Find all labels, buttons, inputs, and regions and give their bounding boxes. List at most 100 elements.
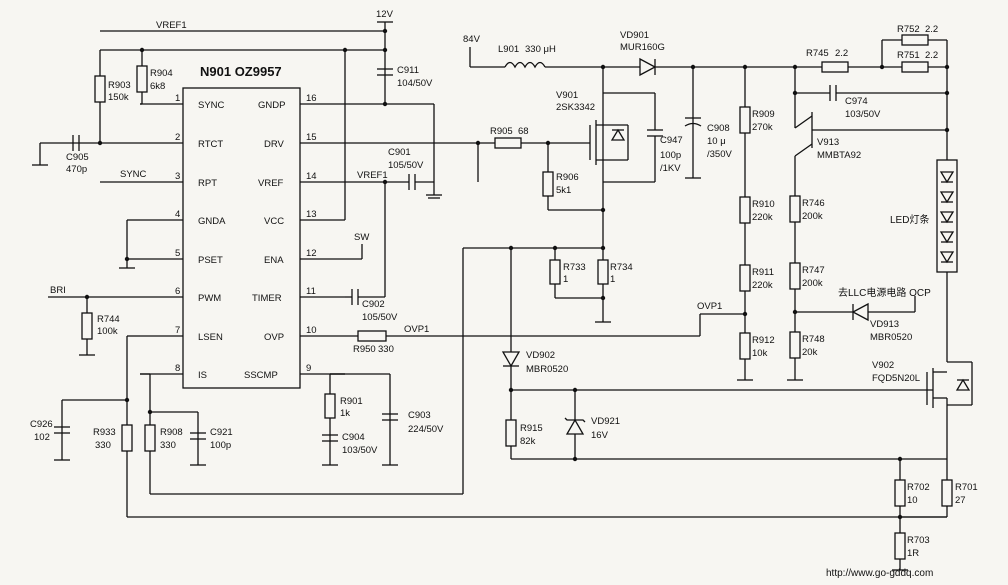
pin-name-r13: VCC	[264, 216, 284, 227]
r746-body	[789, 195, 801, 223]
vd902-val: MBR0520	[526, 364, 568, 375]
r703-val: 1R	[907, 548, 919, 559]
r701-body	[941, 479, 953, 507]
pin-num-r9: 9	[306, 363, 311, 374]
c947-val2: /1KV	[660, 163, 681, 174]
r903-body	[94, 75, 106, 103]
v902-val: FQD5N20L	[872, 373, 920, 384]
r909-body	[739, 106, 751, 134]
pin-name-r11: TIMER	[252, 293, 282, 304]
pin-num-l6: 6	[175, 286, 180, 297]
c908-val: 10 μ	[707, 136, 726, 147]
r734-body	[597, 259, 609, 285]
vd921-zener	[565, 418, 585, 435]
r915-body	[505, 419, 517, 447]
pin-num-r15: 15	[306, 132, 317, 143]
r904-val: 6k8	[150, 81, 165, 92]
r904-body	[136, 65, 148, 93]
r751-val: 2.2	[925, 50, 938, 61]
v902-body-diode	[955, 378, 971, 391]
v901-ref: V901	[556, 90, 578, 101]
pin-num-l2: 2	[175, 132, 180, 143]
net-vref1-top: VREF1	[156, 20, 187, 31]
r906-body	[542, 171, 554, 197]
r746-val: 200k	[802, 211, 823, 222]
watermark-url: http://www.go-gddq.com	[826, 568, 933, 579]
r909-ref: R909	[752, 109, 775, 120]
pin-num-r12: 12	[306, 248, 317, 259]
pin-name-l3: RPT	[198, 178, 217, 189]
pin-name-r12: ENA	[264, 255, 284, 266]
vd913-diode	[851, 302, 869, 322]
pin-num-r10: 10	[306, 325, 317, 336]
l901-coil	[504, 61, 546, 69]
r950-body	[357, 330, 387, 342]
pin-name-l1: SYNC	[198, 100, 225, 111]
net-84v: 84V	[463, 34, 481, 45]
pin-num-r16: 16	[306, 93, 317, 104]
r901-ref: R901	[340, 396, 363, 407]
v901-body-diode	[610, 128, 626, 141]
r752-ref: R752	[897, 24, 920, 35]
pin-name-r9: SSCMP	[244, 370, 278, 381]
c905-ref: C905	[66, 152, 89, 163]
c911-val: 104/50V	[397, 78, 433, 89]
r908-body	[144, 424, 156, 452]
c921-ref: C921	[210, 427, 233, 438]
net-vref1-mid: VREF1	[357, 170, 388, 181]
pin-name-r14: VREF	[258, 178, 284, 189]
r909-val: 270k	[752, 122, 773, 133]
r733-ref: R733	[563, 262, 586, 273]
r911-val: 220k	[752, 280, 773, 291]
r733-body	[549, 259, 561, 285]
r905-ref: R905	[490, 126, 513, 137]
pin-name-l6: PWM	[198, 293, 221, 304]
r950-ref: R950	[353, 344, 376, 355]
net-ovp1-a: OVP1	[404, 324, 429, 335]
v901-val: 2SK3342	[556, 102, 595, 113]
r701-val: 27	[955, 495, 966, 506]
r702-val: 10	[907, 495, 918, 506]
c926-val: 102	[34, 432, 50, 443]
r748-ref: R748	[802, 334, 825, 345]
vd913-val: MBR0520	[870, 332, 912, 343]
c911-ref: C911	[397, 65, 419, 76]
r746-ref: R746	[802, 198, 825, 209]
r901-val: 1k	[340, 408, 350, 419]
pin-num-r13: 13	[306, 209, 317, 220]
r933-ref: R933	[93, 427, 116, 438]
r701-ref: R701	[955, 482, 978, 493]
r744-body	[81, 312, 93, 340]
vd901-diode	[639, 57, 657, 77]
pin-name-l7: LSEN	[198, 332, 223, 343]
vd902-diode	[501, 351, 521, 368]
chip-n901-body	[182, 87, 301, 389]
net-bri: BRI	[50, 285, 66, 296]
net-ovp1-b: OVP1	[697, 301, 722, 312]
c904-ref: C904	[342, 432, 365, 443]
c903-val: 224/50V	[408, 424, 444, 435]
pin-num-r14: 14	[306, 171, 317, 182]
r748-body	[789, 331, 801, 359]
r910-val: 220k	[752, 212, 773, 223]
r744-ref: R744	[97, 314, 120, 325]
r734-ref: R734	[610, 262, 633, 273]
pin-name-l4: GNDA	[198, 216, 226, 227]
c902-ref: C902	[362, 299, 385, 310]
r915-val: 82k	[520, 436, 536, 447]
vd913-ref: VD913	[870, 319, 899, 330]
vd901-val: MUR160G	[620, 42, 665, 53]
r933-val: 330	[95, 440, 111, 451]
c926-ref: C926	[30, 419, 53, 430]
pin-name-l2: RTCT	[198, 139, 223, 150]
pin-name-r10: OVP	[264, 332, 284, 343]
pin-num-l3: 3	[175, 171, 180, 182]
r908-ref: R908	[160, 427, 183, 438]
r903-val: 150k	[108, 92, 129, 103]
r906-val: 5k1	[556, 185, 571, 196]
r752-body	[901, 34, 929, 46]
led-strip-label: LED灯条	[890, 213, 929, 226]
pin-num-l4: 4	[175, 209, 180, 220]
r906-ref: R906	[556, 172, 579, 183]
